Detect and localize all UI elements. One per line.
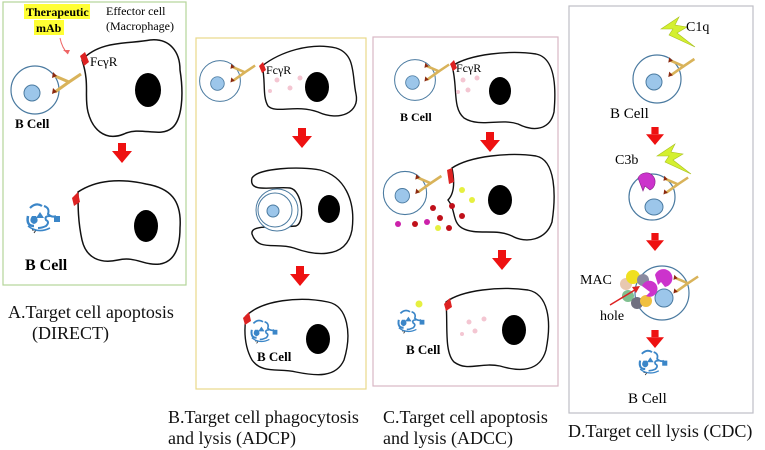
c1q-label: C1q (686, 20, 709, 35)
macrophage-cell-2 (77, 179, 181, 265)
mac-complex (620, 270, 658, 309)
panel-b: FcγR B Cell (195, 37, 367, 390)
caption-c-line1: C.Target cell apoptosis (383, 407, 548, 427)
macrophage-label: (Macrophage) (106, 19, 174, 33)
granules (395, 187, 475, 231)
b-cell-label: B Cell (257, 349, 292, 364)
b-cell-label: B Cell (15, 116, 50, 131)
b-cell-label-lysed: B Cell (25, 257, 68, 274)
macrophage-nucleus (135, 73, 161, 107)
panel-c: FcγR B Cell B Cell (372, 36, 559, 387)
b-cell-label-lysed: B Cell (406, 342, 441, 357)
macrophage-nucleus-2 (134, 210, 158, 242)
mab-label: Therapeutic (26, 5, 89, 19)
effector-cell-label: Effector cell (106, 4, 166, 18)
caption-a-line1: A.Target cell apoptosis (8, 302, 174, 322)
b-cell-label: B Cell (400, 110, 432, 124)
macrophage-cell (81, 39, 183, 137)
panel-a: Therapeutic mAb Effector cell (Macrophag… (2, 1, 187, 286)
b-cell-label-lysed: B Cell (628, 391, 667, 407)
b-cell-label: B Cell (610, 106, 649, 122)
fcgr-label: FcγR (456, 61, 481, 75)
macrophage-cell-3 (445, 287, 550, 371)
b-cell (10, 65, 60, 115)
c3b-label: C3b (615, 153, 638, 168)
mab-label-2: mAb (36, 21, 62, 35)
mac-label: MAC (580, 273, 612, 288)
fcgr-label: FcγR (266, 63, 291, 77)
panel-d: C1q B Cell C3b MAC hole B (568, 5, 754, 414)
caption-d: D.Target cell lysis (CDC) (568, 421, 753, 441)
fcgr-label: FcγR (90, 54, 118, 69)
caption-c-line2: and lysis (ADCC) (383, 428, 513, 448)
caption-a-line2: (DIRECT) (32, 323, 109, 343)
c3b-fragment (637, 172, 656, 192)
caption-b-line2: and lysis (ADCP) (168, 428, 297, 448)
macrophage-cell-3 (244, 298, 349, 376)
caption-b-line1: B.Target cell phagocytosis (168, 407, 359, 427)
engulfing-macrophage (251, 167, 354, 255)
fc-receptor (80, 52, 89, 66)
hole-label: hole (600, 309, 624, 324)
